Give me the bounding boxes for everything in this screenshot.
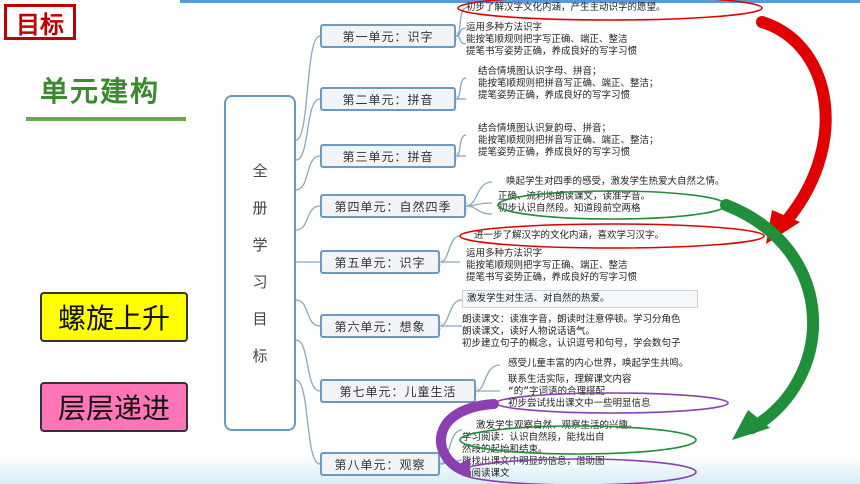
note-line: 联系生活实际，理解课文内容 [508,374,632,385]
unit-4-node: 第四单元：自然四季 [320,194,466,218]
note-line: 初步尝试找出课文中一些明显信息 [508,398,651,409]
top-accent-line [180,0,860,3]
note-line: 初步认识自然段。知道段前空两格 [498,203,641,214]
unit-8-node: 第八单元：观察 [320,452,440,476]
unit-1-node: 第一单元：识字 [320,24,456,48]
red-arrow [756,16,832,232]
note-line: 激发学生对生活、对自然的热爱。 [462,290,698,308]
note-line: “的”字词语的合理搭配 [508,386,605,397]
tag-layered-progress: 层层递进 [40,382,188,432]
unit-6-node: 第六单元：想象 [320,314,440,338]
tag-spiral-rise: 螺旋上升 [40,292,188,342]
note-line: 学习阅读：认识自然段，能找出自 [462,432,605,443]
note-line: 能按笔顺规则把拼音写正确、端正、整洁； [478,78,659,89]
purple-oval-unit-7 [495,392,729,414]
unit-4-notes: 唤起学生对四季的感受，激发学生热爱大自然之情。 正确、流利地朗读课文，读准字音。… [498,176,725,215]
note-line: 提笔姿势正确，养成良好的写字习惯 [478,90,631,101]
note-line: 能按笔顺规则把字写正确、端正、整洁 [466,34,628,45]
green-oval-unit-8 [459,425,697,455]
root-char: 习 [252,273,268,291]
link-root-u7 [295,339,321,392]
note-line: 然段的起始和结束。 [462,444,548,455]
unit-3-node: 第三单元：拼音 [320,144,456,168]
unit-6-notes: 激发学生对生活、对自然的热爱。 朗读课文：读准字音，朗读时注意停顿。学习分角色 … [462,290,698,350]
note-line: 进一步了解汉字的文化内涵，喜欢学习汉字。 [474,230,665,241]
green-arrow [720,199,820,434]
red-oval-unit-5 [459,223,765,249]
note-line: 初步了解汉字文化内涵，产生主动识字的愿望。 [466,2,666,13]
red-oval-unit-1 [457,0,763,21]
note-line: 能找出课文中明显的信息，借助图 [462,456,605,467]
unit-2-node: 第二单元：拼音 [320,87,456,111]
green-oval-unit-4 [497,190,727,220]
note-line: 结合情境图认识复韵母、拼音； [478,123,612,134]
link-root-u3 [295,155,321,191]
note-line: 能按笔顺规则把字写正确、端正、整洁 [466,260,628,271]
goal-badge: 目标 [4,4,76,40]
link-root-u2 [295,98,321,161]
unit-7-node: 第七单元：儿童生活 [320,379,476,403]
note-line: 提笔书写姿势正确，养成良好的写字习惯 [466,46,638,57]
structure-underline [26,117,186,121]
note-line: 结合情境图认识字母、拼音； [478,66,602,77]
purple-oval-unit-8 [459,458,697,484]
root-char: 目 [252,310,268,328]
unit-1-notes: 初步了解汉字文化内涵，产生主动识字的愿望。 运用多种方法识字 能按笔顺规则把字写… [466,2,666,58]
link-root-u6 [295,299,321,327]
unit-5-notes: 进一步了解汉字的文化内涵，喜欢学习汉字。 运用多种方法识字 能按笔顺规则把字写正… [466,230,664,284]
unit-2-notes: 结合情境图认识字母、拼音； 能按笔顺规则把拼音写正确、端正、整洁； 提笔姿势正确… [478,66,659,102]
unit-5-node: 第五单元：识字 [320,250,440,274]
unit-3-notes: 结合情境图认识复韵母、拼音； 能按笔顺规则把拼音写正确、端正、整洁； 提笔姿势正… [478,123,659,159]
note-line: 朗读课文，读好人物说话语气。 [462,326,596,337]
root-char: 全 [252,162,268,180]
root-char: 册 [252,199,268,217]
root-char: 标 [252,347,268,365]
purple-arrow [436,399,499,475]
link-root-u8 [295,379,321,465]
note-line: 正确、流利地朗读课文，读准字音。 [498,191,651,202]
note-line: 朗读课文：读准字音，朗读时注意停顿。学习分角色 [462,314,681,325]
link-root-u4 [295,205,321,231]
note-line: 感受儿童丰富的内心世界，唤起学生共鸣。 [508,358,689,369]
note-line: 提笔书写姿势正确，养成良好的写字习惯 [466,272,638,283]
note-line: 初步建立句子的概念，认识逗号和句号，学会数句子 [462,338,681,349]
structure-title: 单元建构 [40,75,161,108]
note-line: 唤起学生对四季的感受，激发学生热爱大自然之情。 [506,176,725,187]
note-line: 提笔姿势正确，养成良好的写字习惯 [478,147,631,158]
root-char: 学 [252,236,268,254]
note-line: 能按笔顺规则把拼音写正确、端正、整洁； [478,135,659,146]
note-line: 画阅读课文 [462,468,510,479]
link-root-u1 [295,35,321,141]
note-line: 运用多种方法识字 [466,248,543,259]
root-node: 全 册 学 习 目 标 [224,95,296,431]
note-line: 运用多种方法识字 [466,22,543,33]
unit-7-notes: 感受儿童丰富的内心世界，唤起学生共鸣。 联系生活实际，理解课文内容 “的”字词语… [508,358,689,410]
